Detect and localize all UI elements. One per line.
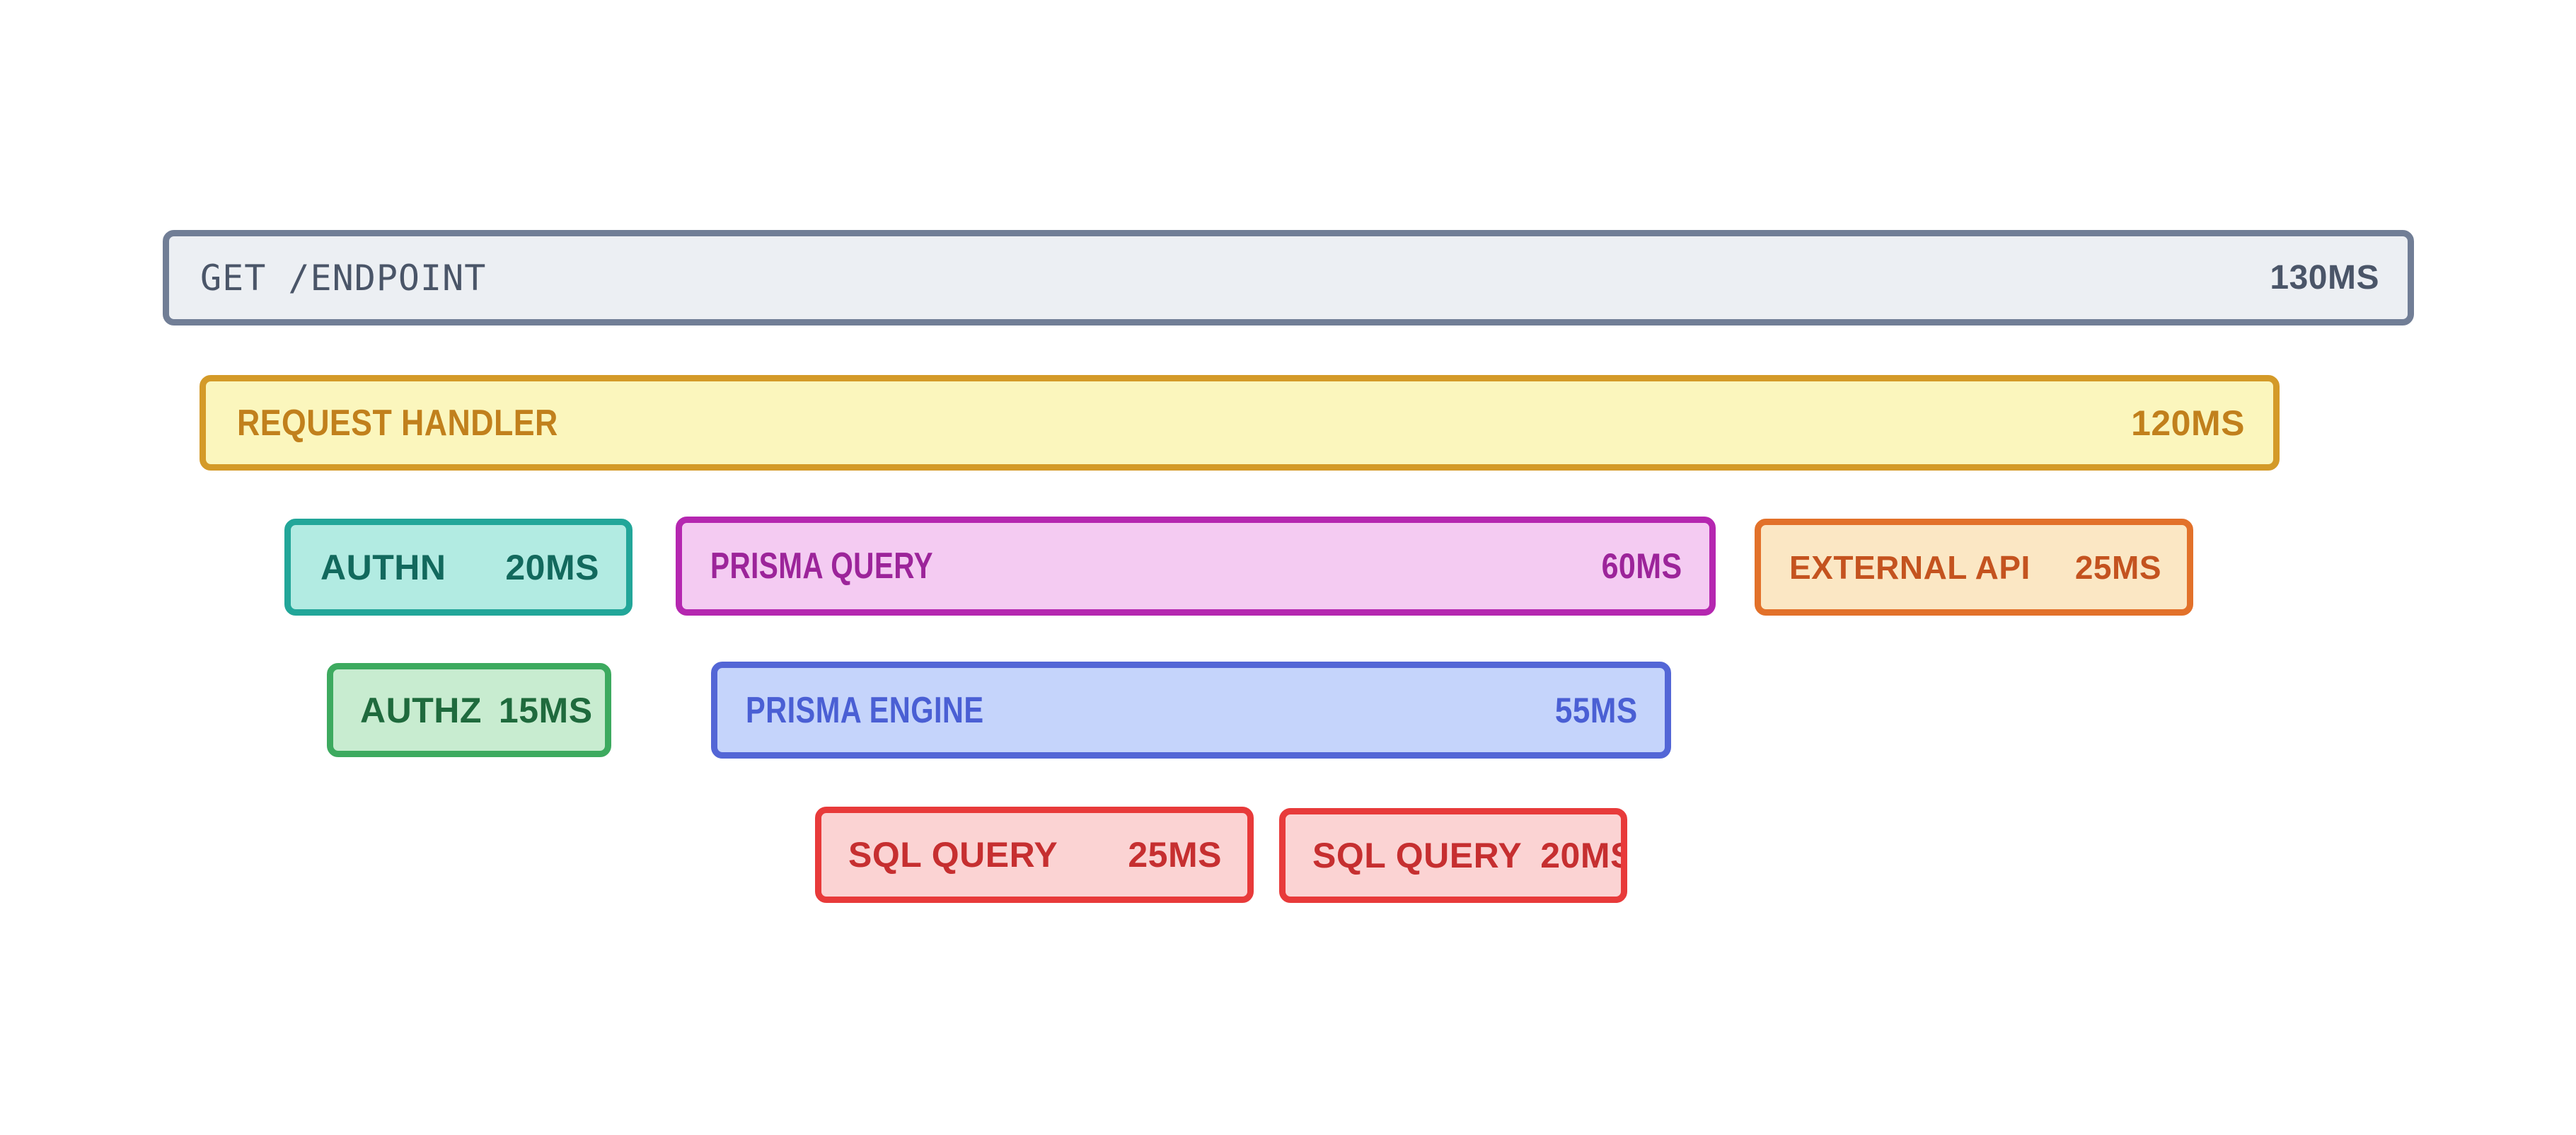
prisma-query-span[interactable]: PRISMA QUERY 60MS (676, 517, 1716, 616)
prisma-engine-span-duration: 55MS (1555, 690, 1638, 730)
sql-query-span-1-duration: 25MS (1128, 835, 1222, 875)
external-api-span-duration: 25MS (2074, 548, 2161, 586)
authn-span-label: AUTHN (320, 547, 446, 587)
root-span[interactable]: GET /ENDPOINT 130MS (163, 230, 2414, 325)
external-api-span-label: EXTERNAL API (1789, 548, 2031, 586)
sql-query-span-2-duration: 20MS (1540, 836, 1627, 875)
request-handler-span-label: REQUEST HANDLER (237, 402, 558, 444)
authz-span-duration: 15MS (498, 690, 593, 730)
root-span-label: GET /ENDPOINT (200, 257, 487, 299)
prisma-query-span-label: PRISMA QUERY (710, 546, 933, 587)
request-handler-span[interactable]: REQUEST HANDLER 120MS (200, 375, 2280, 471)
prisma-engine-span[interactable]: PRISMA ENGINE 55MS (711, 662, 1671, 759)
sql-query-span-2-label: SQL QUERY (1312, 836, 1523, 875)
sql-query-span-1[interactable]: SQL QUERY 25MS (815, 807, 1254, 903)
authz-span-label: AUTHZ (360, 690, 482, 730)
root-span-duration: 130MS (2270, 259, 2379, 296)
sql-query-span-1-label: SQL QUERY (848, 835, 1058, 875)
authn-span[interactable]: AUTHN 20MS (284, 519, 633, 616)
prisma-query-span-duration: 60MS (1601, 546, 1682, 586)
authn-span-duration: 20MS (505, 547, 599, 587)
prisma-engine-span-label: PRISMA ENGINE (746, 689, 984, 731)
external-api-span[interactable]: EXTERNAL API 25MS (1755, 519, 2193, 616)
authz-span[interactable]: AUTHZ 15MS (327, 663, 611, 757)
sql-query-span-2[interactable]: SQL QUERY 20MS (1279, 808, 1627, 903)
request-handler-span-duration: 120MS (2131, 403, 2245, 443)
